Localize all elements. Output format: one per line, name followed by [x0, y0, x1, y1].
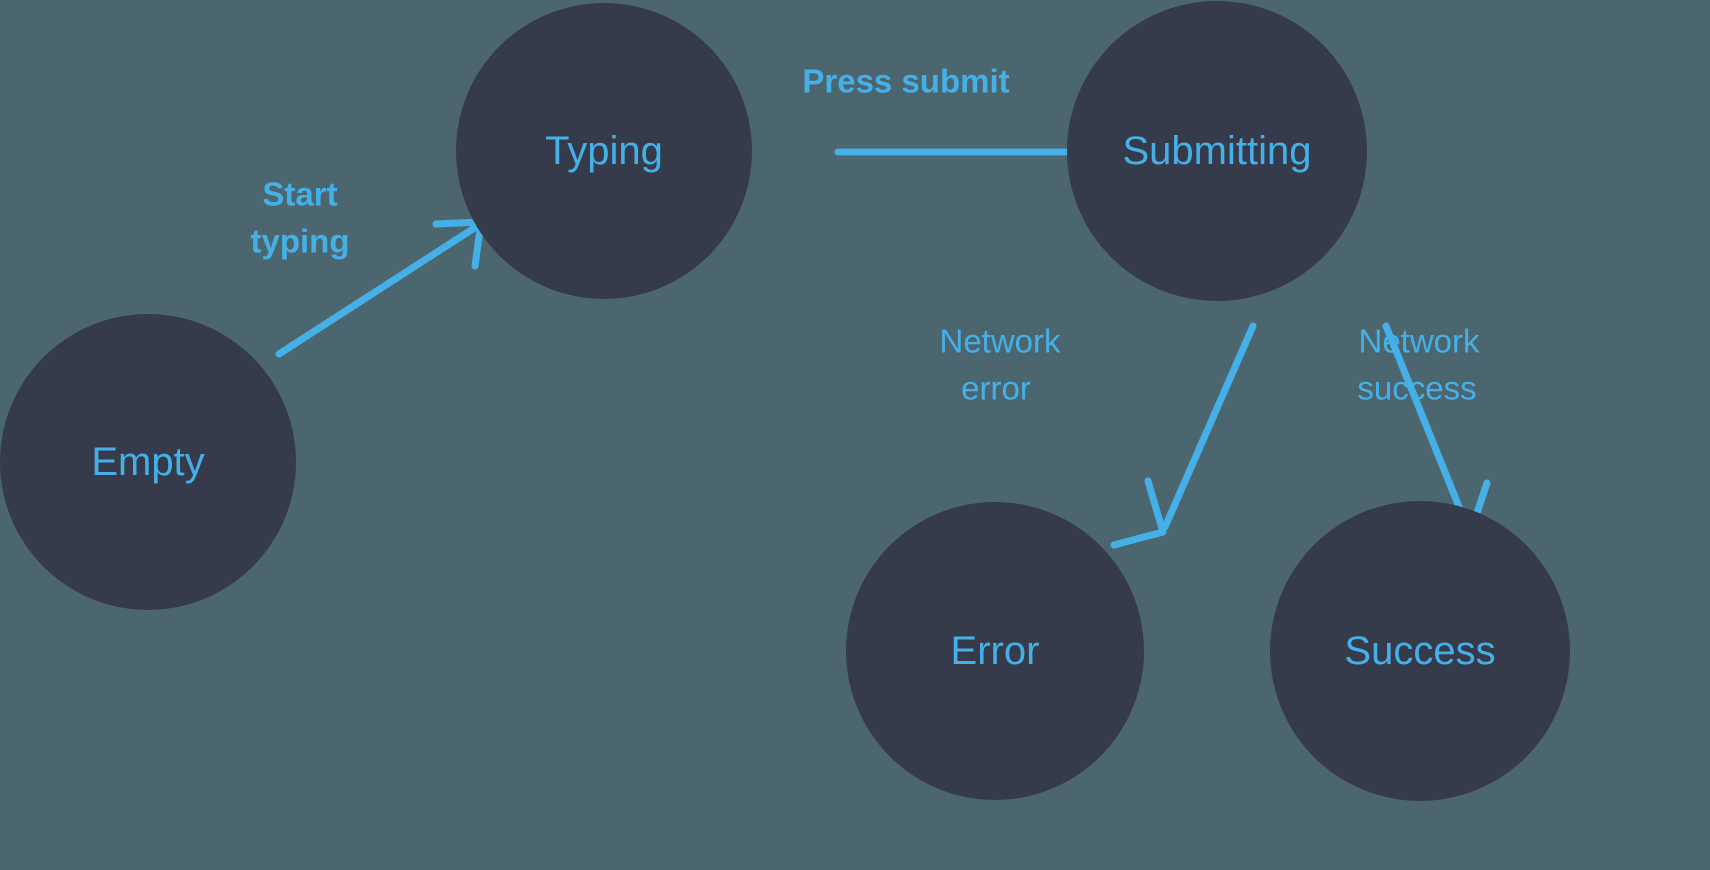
node-submitting-label: Submitting	[1123, 129, 1312, 173]
node-submitting-circle[interactable]	[1067, 1, 1367, 301]
edge-submitting-to-error-arrowhead	[1110, 477, 1167, 549]
edge-label-network-success-line1: Network	[1358, 323, 1480, 360]
node-submitting[interactable]: Submitting	[1067, 1, 1367, 301]
edge-label-network-success-line2: success	[1357, 370, 1476, 407]
edge-label-network-error: Network error	[939, 323, 1061, 407]
edge-label-start-typing: Start typing	[251, 176, 350, 260]
node-empty-circle[interactable]	[0, 314, 296, 610]
edge-submitting-to-error	[1110, 322, 1257, 549]
node-typing-circle[interactable]	[456, 3, 752, 299]
edge-label-network-error-line2: error	[961, 370, 1031, 407]
edge-empty-to-typing-line	[275, 221, 483, 358]
edge-label-network-error-line1: Network	[939, 323, 1061, 360]
edge-label-start-typing-line2: typing	[251, 223, 350, 260]
node-error-circle[interactable]	[846, 502, 1144, 800]
edge-label-start-typing-line1: Start	[262, 176, 337, 213]
edge-label-press-submit-line1: Press submit	[802, 63, 1009, 100]
node-success-circle[interactable]	[1270, 501, 1570, 801]
edge-submitting-to-success-line	[1382, 322, 1472, 533]
node-success[interactable]: Success	[1270, 501, 1570, 801]
node-typing[interactable]: Typing	[456, 3, 752, 299]
node-success-label: Success	[1344, 629, 1495, 673]
node-empty[interactable]: Empty	[0, 314, 296, 610]
node-typing-label: Typing	[545, 129, 663, 173]
edge-label-network-success: Network success	[1357, 323, 1480, 407]
node-empty-label: Empty	[91, 440, 204, 484]
node-error-label: Error	[951, 629, 1040, 673]
node-error[interactable]: Error	[846, 502, 1144, 800]
edge-submitting-to-error-line	[1161, 322, 1257, 531]
edge-label-press-submit: Press submit	[802, 63, 1009, 100]
